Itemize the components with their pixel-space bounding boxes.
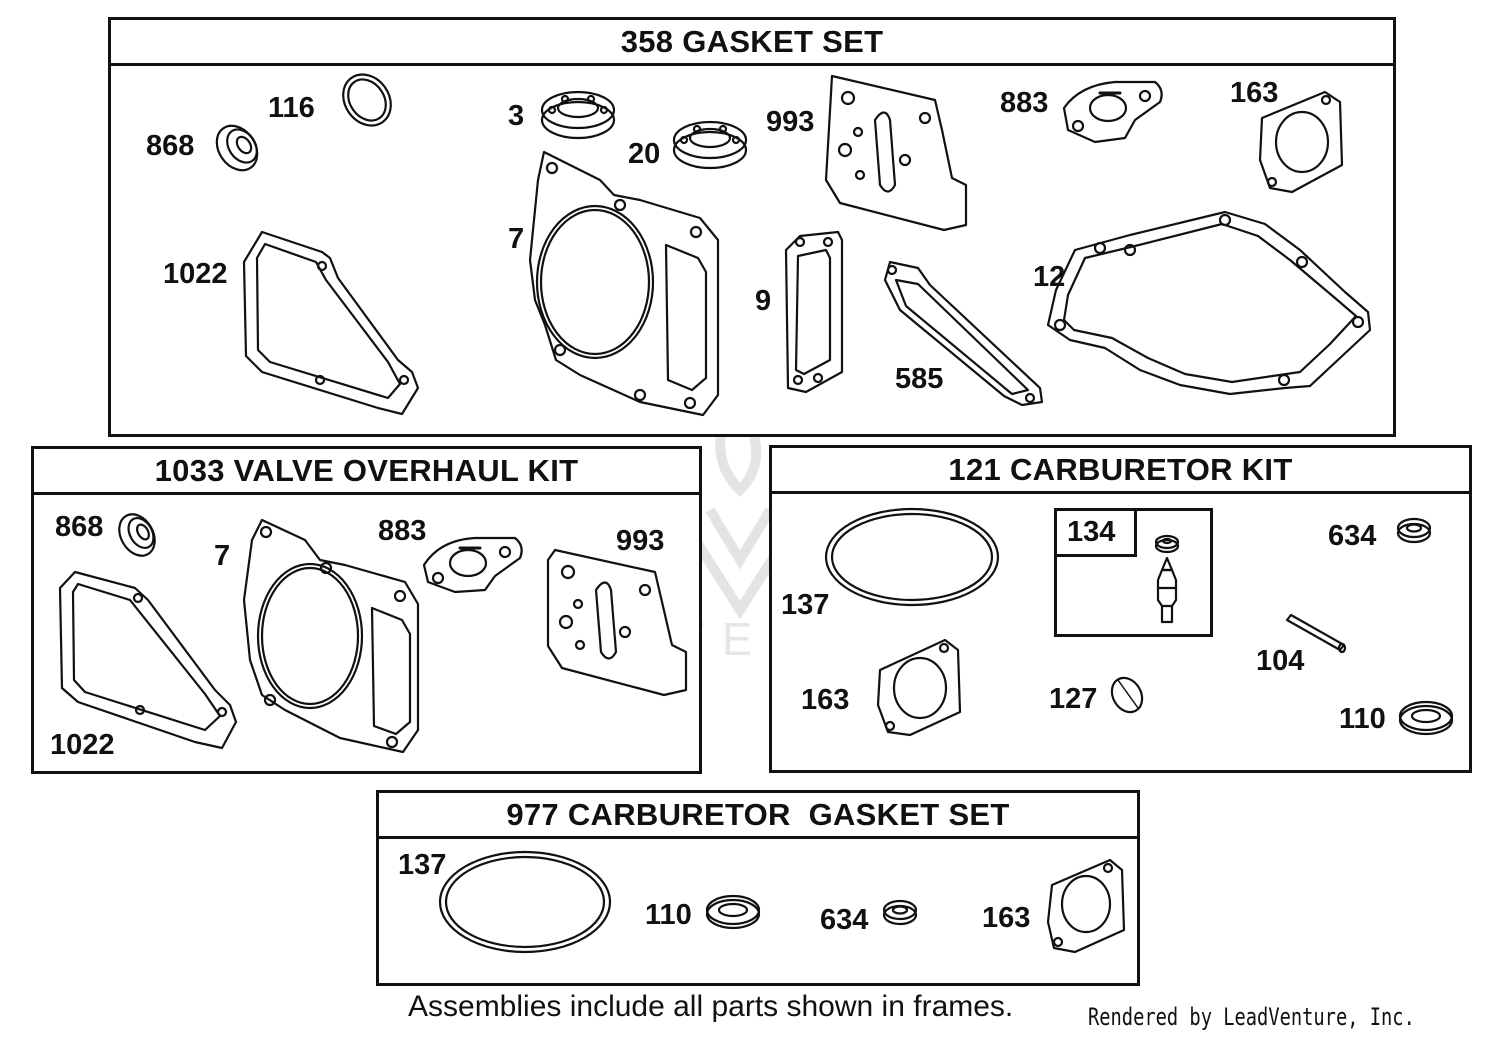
gasket-7-drawing (528, 150, 720, 417)
part-label-12[interactable]: 12 (1033, 261, 1066, 293)
gasket-set-frame: 358 GASKET SET (108, 17, 1396, 437)
gasket-1022-drawing (242, 230, 420, 416)
part-label-868[interactable]: 868 (55, 511, 104, 543)
gasket-993-drawing (824, 74, 968, 232)
washer-634-drawing (1396, 517, 1432, 544)
o-ring-137-set-drawing (438, 850, 612, 954)
washer-110-set-drawing (705, 894, 761, 930)
valve-kit-frame: 1033 VALVE OVERHAUL KIT (31, 446, 702, 774)
needle-valve-inset-header (1057, 511, 1137, 557)
gasket-163-drawing (1258, 90, 1344, 194)
part-label-1022[interactable]: 1022 (163, 258, 228, 290)
part-label-7[interactable]: 7 (214, 540, 231, 572)
oil-seal-3-drawing (540, 90, 616, 140)
part-label-20[interactable]: 20 (628, 138, 661, 170)
part-label-7[interactable]: 7 (508, 223, 525, 255)
part-label-883[interactable]: 883 (1000, 87, 1049, 119)
needle-valve-134-drawing (1154, 534, 1180, 624)
valve-kit-title: 1033 VALVE OVERHAUL KIT (34, 449, 699, 495)
carb-gasket-set-frame: 977 CARBURETOR GASKET SET (376, 790, 1140, 986)
gasket-585-drawing (883, 260, 1044, 407)
part-label-137[interactable]: 137 (398, 849, 447, 881)
part-label-163[interactable]: 163 (801, 684, 850, 716)
part-label-1022[interactable]: 1022 (50, 729, 115, 761)
part-label-116[interactable]: 116 (268, 92, 315, 124)
part-label-9[interactable]: 9 (755, 285, 772, 317)
gasket-993-kit-drawing (546, 548, 688, 697)
gasket-12-drawing (1046, 210, 1372, 396)
part-label-110[interactable]: 110 (1339, 703, 1386, 735)
carb-kit-title: 121 CARBURETOR KIT (772, 448, 1469, 494)
part-label-585[interactable]: 585 (895, 363, 944, 395)
gasket-163-set-drawing (1046, 858, 1126, 954)
carb-kit-frame: 121 CARBURETOR KIT (769, 445, 1472, 773)
assemblies-note: Assemblies include all parts shown in fr… (408, 990, 1014, 1023)
gasket-883-drawing (1062, 80, 1163, 144)
gasket-set-title: 358 GASKET SET (111, 20, 1393, 66)
needle-valve-inset (1054, 508, 1213, 637)
part-label-134[interactable]: 134 (1067, 516, 1116, 548)
part-label-3[interactable]: 3 (508, 100, 525, 132)
oil-seal-20-drawing (672, 120, 748, 170)
gasket-9-drawing (784, 230, 844, 394)
part-label-993[interactable]: 993 (616, 525, 665, 557)
o-ring-116-drawing (342, 73, 392, 127)
part-label-163[interactable]: 163 (1230, 77, 1279, 109)
plug-127-drawing (1110, 676, 1144, 714)
part-label-127[interactable]: 127 (1049, 683, 1098, 715)
part-label-110[interactable]: 110 (645, 899, 692, 931)
valve-seal-868-drawing (215, 124, 259, 172)
valve-seal-868-kit-drawing (118, 513, 156, 557)
gasket-883-kit-drawing (422, 536, 523, 594)
part-label-104[interactable]: 104 (1256, 645, 1305, 677)
part-label-868[interactable]: 868 (146, 130, 195, 162)
gasket-163-kit-drawing (876, 638, 962, 737)
carb-gasket-set-title: 977 CARBURETOR GASKET SET (379, 793, 1137, 839)
render-credit: Rendered by LeadVenture, Inc. (1088, 1003, 1415, 1031)
gasket-7-kit-drawing (242, 518, 420, 754)
pin-104-drawing (1285, 613, 1347, 654)
washer-110-drawing (1398, 700, 1454, 736)
o-ring-137-drawing (824, 507, 1000, 607)
part-label-993[interactable]: 993 (766, 106, 815, 138)
part-label-883[interactable]: 883 (378, 515, 427, 547)
part-label-137[interactable]: 137 (781, 589, 830, 621)
part-label-634[interactable]: 634 (1328, 520, 1377, 552)
gasket-1022-kit-drawing (58, 570, 238, 750)
washer-634-set-drawing (882, 899, 918, 926)
part-label-634[interactable]: 634 (820, 904, 869, 936)
part-label-163[interactable]: 163 (982, 902, 1031, 934)
